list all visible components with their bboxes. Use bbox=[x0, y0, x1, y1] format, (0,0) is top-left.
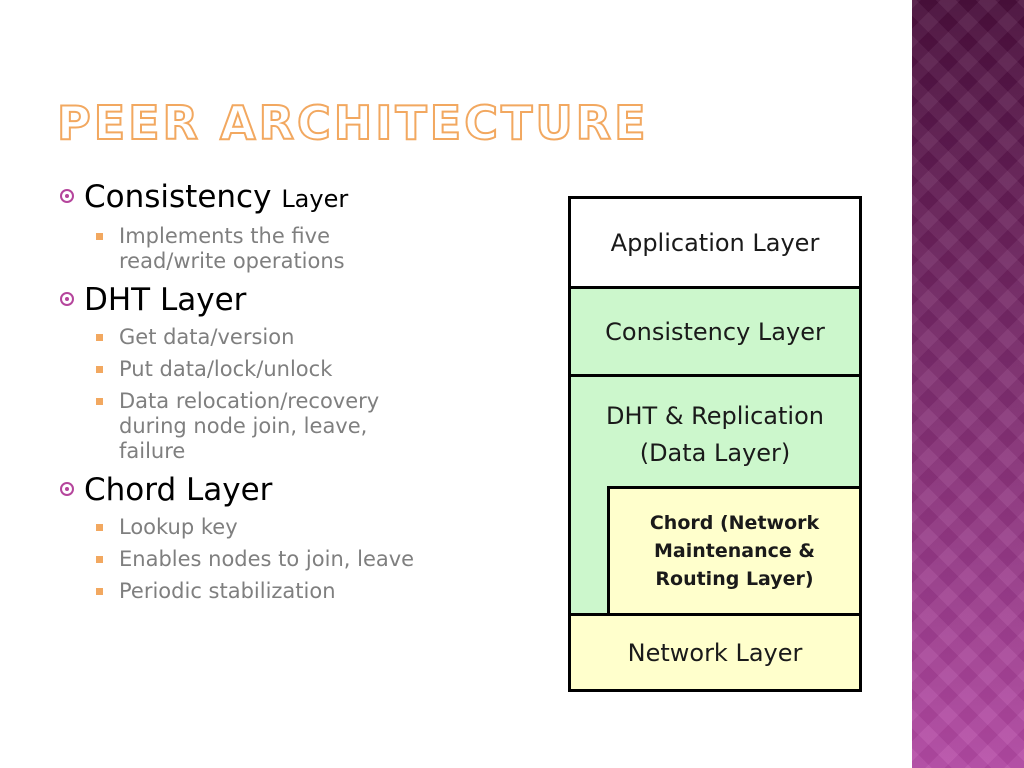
bullet-dht-text: DHT Layer bbox=[84, 282, 247, 318]
sub-bullet-text: Implements the five read/write operation… bbox=[119, 224, 345, 273]
sub-bullet: Get data/version bbox=[96, 325, 460, 350]
sub-bullet-text: Lookup key bbox=[119, 515, 238, 539]
sub-bullet: Put data/lock/unlock bbox=[96, 357, 460, 382]
bullet-list: Consistency Layer Implements the five re… bbox=[60, 178, 460, 611]
bullet-chord-text: Chord Layer bbox=[84, 472, 273, 508]
chord-layer-box: Chord (Network Maintenance & Routing Lay… bbox=[607, 486, 862, 616]
square-bullet-icon bbox=[96, 233, 103, 240]
network-layer-label: Network Layer bbox=[627, 638, 803, 667]
bullet-dht: DHT Layer bbox=[60, 281, 460, 319]
sub-bullet: Data relocation/recovery during node joi… bbox=[96, 389, 460, 464]
square-bullet-icon bbox=[96, 524, 103, 531]
square-bullet-icon bbox=[96, 334, 103, 341]
sub-bullet: Implements the five read/write operation… bbox=[96, 224, 460, 274]
consistency-layer-box: Consistency Layer bbox=[568, 286, 862, 377]
application-layer-label: Application Layer bbox=[610, 228, 820, 257]
bullet-consistency: Consistency Layer bbox=[60, 178, 460, 218]
dht-layer-label-line2: (Data Layer) bbox=[639, 438, 791, 467]
circle-bullet-icon bbox=[60, 292, 74, 306]
bullet-consistency-text: Consistency bbox=[84, 179, 272, 215]
dht-layer-extension bbox=[568, 486, 610, 616]
bullet-chord: Chord Layer bbox=[60, 471, 460, 509]
sub-bullet-text: Periodic stabilization bbox=[119, 579, 336, 603]
dht-layer-box: DHT & Replication (Data Layer) bbox=[568, 374, 862, 492]
sub-bullet: Enables nodes to join, leave bbox=[96, 547, 460, 572]
chord-layer-label-line1: Chord (Network bbox=[649, 512, 820, 534]
chord-layer-label-line2: Maintenance & bbox=[654, 540, 815, 562]
sub-bullet: Periodic stabilization bbox=[96, 579, 460, 604]
circle-bullet-icon bbox=[60, 482, 74, 496]
square-bullet-icon bbox=[96, 588, 103, 595]
chord-layer-label-line3: Routing Layer) bbox=[655, 568, 814, 590]
sub-bullet-text: Enables nodes to join, leave bbox=[119, 547, 415, 571]
dht-layer-label-line1: DHT & Replication bbox=[606, 401, 824, 430]
network-layer-box: Network Layer bbox=[568, 613, 862, 692]
consistency-layer-label: Consistency Layer bbox=[605, 317, 825, 346]
square-bullet-icon bbox=[96, 366, 103, 373]
slide-title: Peer Architecture bbox=[56, 96, 649, 150]
layer-diagram: Application Layer Consistency Layer DHT … bbox=[568, 196, 862, 692]
circle-bullet-icon bbox=[60, 189, 74, 203]
side-decoration-band bbox=[912, 0, 1024, 768]
sub-bullet: Lookup key bbox=[96, 515, 460, 540]
bullet-consistency-small-text: Layer bbox=[281, 185, 349, 213]
sub-bullet-text: Data relocation/recovery during node joi… bbox=[119, 389, 380, 463]
square-bullet-icon bbox=[96, 398, 103, 405]
square-bullet-icon bbox=[96, 556, 103, 563]
application-layer-box: Application Layer bbox=[568, 196, 862, 289]
sub-bullet-text: Get data/version bbox=[119, 325, 295, 349]
sub-bullet-text: Put data/lock/unlock bbox=[119, 357, 333, 381]
